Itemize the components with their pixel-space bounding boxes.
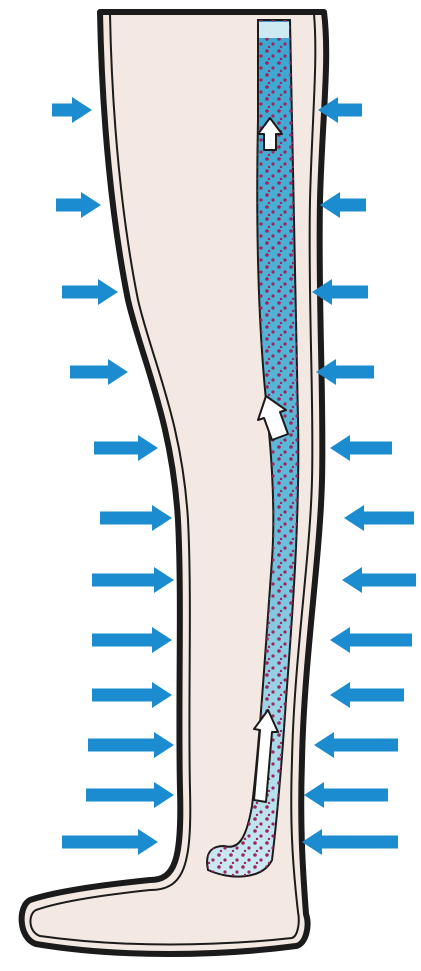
arrow-right-icon [92,627,172,653]
arrow-right-icon [88,732,174,758]
arrow-left-icon [342,567,416,593]
arrow-left-icon [316,359,374,385]
arrow-left-icon [330,435,392,461]
arrow-left-icon [302,829,398,855]
arrow-left-icon [304,782,388,808]
arrow-right-icon [92,682,172,708]
arrow-right-icon [70,359,128,385]
arrow-left-icon [314,732,398,758]
arrow-right-icon [56,192,101,218]
vein-top-light [259,22,289,38]
arrow-right-icon [100,505,172,531]
arrow-right-icon [94,435,158,461]
arrow-left-icon [330,682,404,708]
arrow-right-icon [86,782,174,808]
arrow-right-icon [52,97,92,123]
arrow-right-icon [62,279,118,305]
arrow-left-icon [344,505,414,531]
arrow-left-icon [320,192,366,218]
arrow-right-icon [62,829,158,855]
arrow-left-icon [330,627,412,653]
arrow-right-icon [92,567,174,593]
